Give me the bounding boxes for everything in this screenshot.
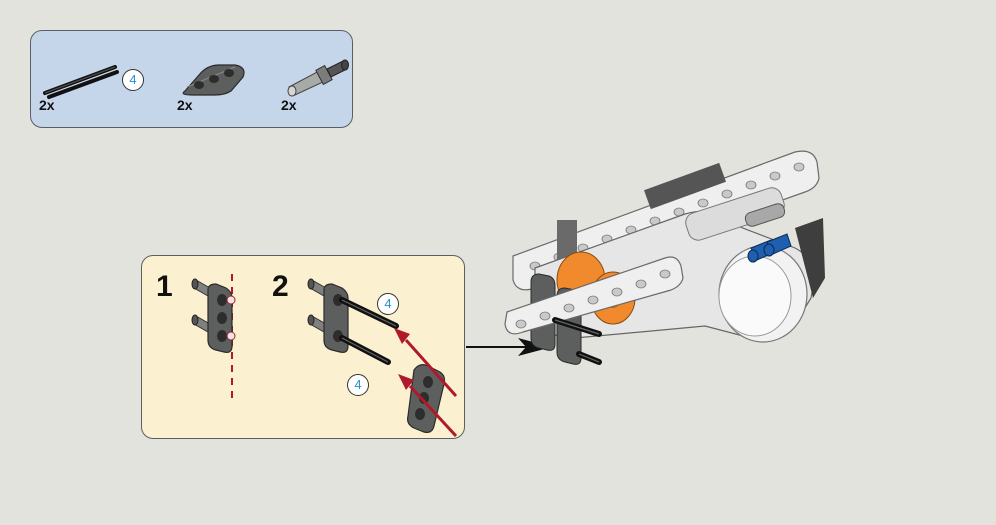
step-2-axle-callout-top: 4 [377,293,399,315]
step-1-drawing [191,274,236,402]
step-2-axle-callout-bottom: 4 [347,374,369,396]
sub-assembly-panel: 1 2 [141,255,465,439]
axle-length-callout: 4 [122,69,144,91]
step-1-number: 1 [156,270,173,303]
axle-icon [43,65,119,99]
step-2-drawing [307,278,458,438]
connector-peg-qty: 2x [281,97,297,113]
parts-list-panel: 2x 4 2x 2x [30,30,353,128]
connector-peg-icon [287,59,349,97]
main-model-drawing [504,150,825,365]
axle-qty: 2x [39,97,55,113]
assembly-arrow-icon [466,338,552,356]
step-2-number: 2 [272,270,289,303]
beam-qty: 2x [177,97,193,113]
beam-icon [182,64,245,96]
